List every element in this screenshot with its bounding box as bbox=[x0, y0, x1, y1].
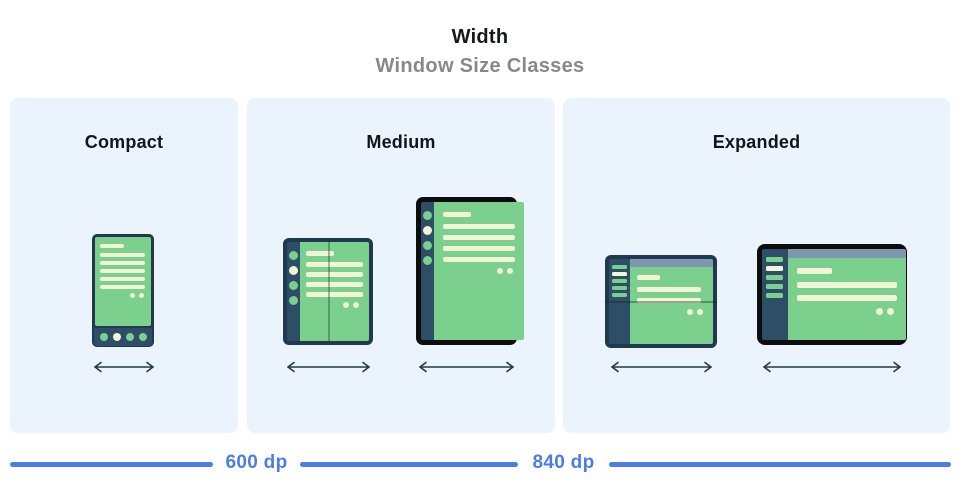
action-dot bbox=[497, 268, 503, 274]
nav-dot-active bbox=[112, 333, 121, 341]
content-line bbox=[797, 282, 897, 288]
content-line bbox=[306, 262, 363, 267]
content-line bbox=[100, 269, 145, 273]
tablet-landscape-illustration bbox=[757, 244, 907, 345]
drawer-item bbox=[612, 279, 627, 283]
diagram-title: Width bbox=[451, 26, 509, 48]
content-line bbox=[443, 246, 515, 251]
content-line bbox=[306, 292, 363, 297]
action-dots bbox=[637, 309, 706, 315]
panel-label-medium: Medium bbox=[366, 132, 436, 152]
nav-dot bbox=[138, 333, 147, 341]
action-dots bbox=[797, 308, 897, 315]
tablet-portrait-illustration bbox=[416, 197, 524, 345]
nav-rail bbox=[287, 242, 300, 341]
drawer-item bbox=[766, 293, 783, 298]
drawer-item bbox=[612, 293, 627, 297]
width-arrow bbox=[281, 359, 376, 375]
ruler-line-segment bbox=[10, 462, 213, 467]
foldable-screen bbox=[300, 242, 369, 341]
rail-dot bbox=[289, 281, 298, 290]
action-dots bbox=[306, 302, 363, 308]
rail-dot-active bbox=[289, 266, 298, 275]
content-line bbox=[100, 261, 145, 265]
tablet-screen bbox=[788, 258, 906, 340]
content-line bbox=[797, 295, 897, 301]
width-arrow bbox=[413, 359, 520, 375]
content-line bbox=[797, 268, 832, 274]
action-dot bbox=[130, 293, 135, 298]
breakpoint-label-600dp: 600 dp bbox=[225, 452, 288, 473]
fold-crease-vertical bbox=[328, 242, 330, 341]
bottom-nav-bar bbox=[94, 328, 152, 346]
panel-medium: Medium bbox=[247, 98, 555, 433]
ruler-line-segment bbox=[609, 462, 951, 467]
nav-rail bbox=[421, 202, 434, 340]
drawer-item bbox=[766, 275, 783, 280]
rail-dot-active bbox=[423, 226, 432, 235]
panel-compact: Compact bbox=[10, 98, 238, 433]
ruler-line-segment bbox=[300, 462, 518, 467]
action-dot bbox=[876, 308, 883, 315]
drawer-item-active bbox=[612, 272, 627, 276]
action-dot bbox=[697, 309, 703, 315]
panel-expanded: Expanded bbox=[563, 98, 950, 433]
rail-dot bbox=[423, 241, 432, 250]
action-dot bbox=[687, 309, 693, 315]
action-dot bbox=[139, 293, 144, 298]
content-line bbox=[100, 285, 145, 289]
drawer-item bbox=[612, 265, 627, 269]
content-line bbox=[306, 272, 363, 277]
foldable-portrait-illustration bbox=[283, 238, 373, 345]
drawer-item-active bbox=[766, 266, 783, 271]
action-dot bbox=[507, 268, 513, 274]
content-line bbox=[637, 275, 660, 280]
action-dots bbox=[443, 268, 515, 274]
action-dot bbox=[343, 302, 349, 308]
content-pane bbox=[788, 249, 906, 340]
content-line bbox=[100, 253, 145, 257]
phone-portrait-illustration bbox=[92, 234, 154, 347]
panel-label-compact: Compact bbox=[84, 132, 164, 152]
content-line bbox=[443, 212, 471, 217]
nav-dot bbox=[99, 333, 108, 341]
rail-dot bbox=[423, 256, 432, 265]
width-arrow bbox=[757, 359, 907, 375]
drawer-item bbox=[612, 286, 627, 290]
action-dot bbox=[353, 302, 359, 308]
panel-label-expanded: Expanded bbox=[712, 132, 801, 152]
content-line bbox=[637, 298, 701, 303]
foldable-landscape-illustration bbox=[605, 255, 717, 348]
width-arrow bbox=[605, 359, 718, 375]
width-arrow bbox=[88, 359, 160, 375]
content-pane bbox=[630, 259, 713, 344]
app-bar bbox=[788, 249, 906, 258]
drawer-item bbox=[766, 284, 783, 289]
content-line bbox=[306, 251, 334, 256]
phone-screen bbox=[95, 237, 151, 326]
content-line bbox=[637, 287, 701, 292]
drawer-item bbox=[766, 257, 783, 262]
diagram-subtitle: Window Size Classes bbox=[375, 55, 585, 77]
content-line bbox=[306, 282, 363, 287]
content-line bbox=[443, 224, 515, 229]
rail-dot bbox=[423, 211, 432, 220]
side-nav-drawer bbox=[762, 249, 788, 340]
action-dots bbox=[100, 293, 146, 298]
content-line bbox=[443, 235, 515, 240]
side-nav-drawer bbox=[609, 259, 630, 344]
tablet-screen bbox=[434, 202, 524, 340]
rail-dot bbox=[289, 251, 298, 260]
content-line bbox=[443, 257, 515, 262]
app-bar bbox=[630, 259, 713, 267]
content-line bbox=[100, 277, 145, 281]
action-dot bbox=[887, 308, 894, 315]
fold-crease-horizontal bbox=[605, 301, 717, 303]
foldable-screen bbox=[630, 267, 713, 344]
breakpoint-label-840dp: 840 dp bbox=[532, 452, 595, 473]
nav-dot bbox=[125, 333, 134, 341]
rail-dot bbox=[289, 296, 298, 305]
content-line bbox=[100, 244, 124, 248]
